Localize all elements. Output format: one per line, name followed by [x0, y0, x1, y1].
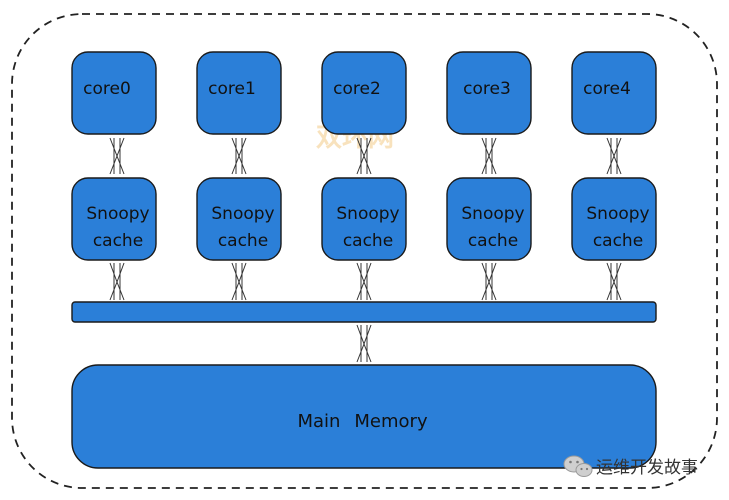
core-cache-link: [606, 137, 622, 175]
cache-label-line1: Snoopy: [336, 204, 399, 224]
core-cache-link: [109, 137, 125, 175]
cache-label-line2: cache: [593, 231, 643, 251]
snoopy-cache-block[interactable]: [571, 177, 657, 261]
core-label: core2: [333, 79, 381, 99]
snoopy-cache-block[interactable]: [321, 177, 407, 261]
main-memory-label-part1: Main: [298, 411, 341, 432]
core-label: core3: [463, 79, 511, 99]
snoopy-cache-block[interactable]: [71, 177, 157, 261]
cache-bus-link: [606, 262, 622, 301]
system-boundary: [11, 13, 718, 489]
cache-bus-link: [109, 262, 125, 301]
core-column-2: core2 Snoopy cache: [321, 51, 407, 301]
core-block[interactable]: [446, 51, 532, 135]
core-label: core4: [583, 79, 631, 99]
core-cache-link: [481, 137, 497, 175]
core-label: core0: [83, 79, 131, 99]
wechat-icon: [563, 455, 593, 477]
core-column-1: core1 Snoopy cache: [196, 51, 282, 301]
core-column-3: core3 Snoopy cache: [446, 51, 532, 301]
cache-label-line1: Snoopy: [461, 204, 524, 224]
snoopy-cache-block[interactable]: [446, 177, 532, 261]
cache-bus-link: [231, 262, 247, 301]
cache-label-line2: cache: [468, 231, 518, 251]
cache-label-line2: cache: [218, 231, 268, 251]
cache-label-line1: Snoopy: [211, 204, 274, 224]
cache-label-line2: cache: [93, 231, 143, 251]
core-block[interactable]: [571, 51, 657, 135]
cache-label-line1: Snoopy: [586, 204, 649, 224]
cache-bus-link: [481, 262, 497, 301]
core-column-0: core0 Snoopy cache: [71, 51, 157, 301]
cache-label-line2: cache: [343, 231, 393, 251]
bus-memory-link: [356, 324, 372, 363]
core-block[interactable]: [71, 51, 157, 135]
system-bus[interactable]: [71, 301, 657, 323]
cache-bus-link: [356, 262, 372, 301]
snoopy-cache-block[interactable]: [196, 177, 282, 261]
core-label: core1: [208, 79, 256, 99]
core-block[interactable]: [196, 51, 282, 135]
core-cache-link: [356, 137, 372, 175]
footer-brand: 运维开发故事: [563, 455, 698, 478]
core-block[interactable]: [321, 51, 407, 135]
core-column-4: core4 Snoopy cache: [571, 51, 657, 301]
main-memory-label-part2: Memory: [354, 411, 428, 432]
main-memory-block[interactable]: [71, 364, 657, 469]
cache-label-line1: Snoopy: [86, 204, 149, 224]
footer-text: 运维开发故事: [596, 458, 698, 478]
core-cache-link: [231, 137, 247, 175]
